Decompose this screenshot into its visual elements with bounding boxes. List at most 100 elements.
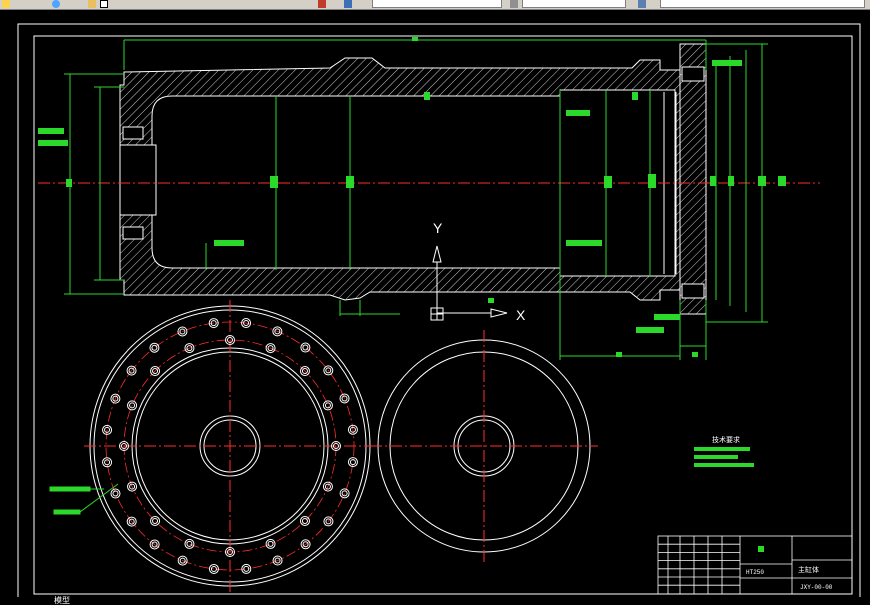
- layer-previous-icon[interactable]: [318, 0, 326, 8]
- bolt-hole: [150, 515, 161, 526]
- bolt-hole-inner: [325, 518, 332, 525]
- layer-manager-icon[interactable]: [344, 0, 352, 8]
- model-tab[interactable]: 模型: [54, 596, 70, 605]
- bolt-hole-inner: [324, 402, 331, 409]
- endcap-view: [370, 330, 598, 562]
- color-swatch-icon[interactable]: [100, 0, 108, 8]
- bolt-hole-inner: [186, 345, 193, 352]
- freeze-icon[interactable]: [52, 0, 60, 8]
- bolt-hole: [126, 516, 137, 527]
- bolt-hole: [347, 424, 358, 435]
- bolt-hole-inner: [341, 490, 348, 497]
- bolt-hole-inner: [129, 402, 136, 409]
- linetype-control-dropdown[interactable]: [522, 0, 626, 8]
- bolt-hole-inner: [129, 483, 136, 490]
- properties-toolbar: [0, 0, 870, 10]
- lineweight-control-dropdown[interactable]: [660, 0, 865, 8]
- bolt-hole-inner: [186, 540, 193, 547]
- tech-req-title: 技术要求: [712, 435, 740, 444]
- bolt-hole-inner: [112, 490, 119, 497]
- flange-end-view: [84, 300, 376, 592]
- bolt-hole: [177, 555, 188, 566]
- drawing-canvas[interactable]: Y X 技术要求: [0, 10, 870, 605]
- bolt-hole-inner: [151, 344, 158, 351]
- bolt-hole: [149, 342, 160, 353]
- bolt-hole-inner: [112, 395, 119, 402]
- bolt-hole-inner: [104, 459, 111, 466]
- flange-leaders: [49, 483, 119, 515]
- bolt-hole-inner: [302, 344, 309, 351]
- bolt-hole: [149, 539, 160, 550]
- bolt-hole: [126, 365, 137, 376]
- bolt-hole: [323, 365, 334, 376]
- title-block-part-name: 主缸体: [798, 565, 819, 574]
- bolt-hole: [127, 400, 138, 411]
- bolt-hole: [177, 326, 188, 337]
- bolt-hole-inner: [324, 483, 331, 490]
- bolt-hole-inner: [325, 367, 332, 374]
- bolt-hole: [300, 539, 311, 550]
- bolt-hole-inner: [243, 320, 250, 327]
- layer-state-icon[interactable]: [2, 0, 10, 8]
- bolt-hole-inner: [267, 345, 274, 352]
- lock-icon[interactable]: [88, 0, 96, 8]
- bolt-hole: [299, 366, 310, 377]
- tech-req-lines: [694, 447, 754, 467]
- linetype-icon[interactable]: [510, 0, 518, 8]
- bolt-hole-inner: [274, 328, 281, 335]
- bolt-hole-inner: [128, 518, 135, 525]
- bolt-hole-inner: [349, 459, 356, 466]
- bolt-hole-inner: [243, 565, 250, 572]
- bolt-hole: [347, 457, 358, 468]
- bolt-hole: [225, 335, 235, 345]
- bolt-hole: [322, 400, 333, 411]
- bolt-hole: [265, 538, 276, 549]
- bolt-hole: [339, 393, 350, 404]
- bolt-hole-inner: [341, 395, 348, 402]
- title-block-material: HT250: [746, 569, 764, 576]
- bolt-hole-inner: [227, 549, 233, 555]
- bolt-hole-inner: [274, 557, 281, 564]
- ucs-x-label: X: [516, 307, 526, 323]
- bolt-hole-inner: [179, 557, 186, 564]
- bolt-hole: [110, 393, 121, 404]
- bolt-hole: [331, 441, 341, 451]
- bolt-hole: [322, 481, 333, 492]
- bolt-hole-inner: [210, 320, 217, 327]
- bolt-hole: [208, 318, 219, 329]
- bolt-hole-inner: [128, 367, 135, 374]
- ucs-y-label: Y: [433, 220, 443, 236]
- bolt-hole-inner: [267, 540, 274, 547]
- bolt-hole-inner: [302, 541, 309, 548]
- bolt-hole-inner: [210, 565, 217, 572]
- title-block: [657, 535, 853, 595]
- bolt-hole: [208, 563, 219, 574]
- bolt-hole-inner: [179, 328, 186, 335]
- dimension-tags: [38, 37, 786, 357]
- bolt-hole: [225, 547, 235, 557]
- bolt-hole: [150, 366, 161, 377]
- bolt-hole: [110, 488, 121, 499]
- plotstyle-icon[interactable]: [638, 0, 646, 8]
- bolt-hole-inner: [349, 426, 356, 433]
- bolt-hole-inner: [227, 337, 233, 343]
- color-control-dropdown[interactable]: [372, 0, 502, 8]
- bolt-hole: [241, 318, 252, 329]
- bolt-hole: [300, 342, 311, 353]
- bolt-hole-inner: [121, 443, 127, 449]
- bolt-hole: [102, 424, 113, 435]
- bolt-hole-inner: [152, 517, 159, 524]
- bolt-hole: [127, 481, 138, 492]
- bolt-hole: [102, 457, 113, 468]
- bolt-hole: [323, 516, 334, 527]
- bolt-hole-inner: [301, 368, 308, 375]
- bolt-hole: [299, 515, 310, 526]
- bolt-hole-inner: [333, 443, 339, 449]
- bolt-hole: [184, 343, 195, 354]
- bolt-hole: [241, 563, 252, 574]
- title-block-mark: [758, 546, 764, 552]
- title-block-drawing-no: JXY-00-00: [800, 584, 833, 591]
- bolt-hole: [272, 555, 283, 566]
- ucs-icon: [430, 245, 508, 321]
- bolt-hole: [272, 326, 283, 337]
